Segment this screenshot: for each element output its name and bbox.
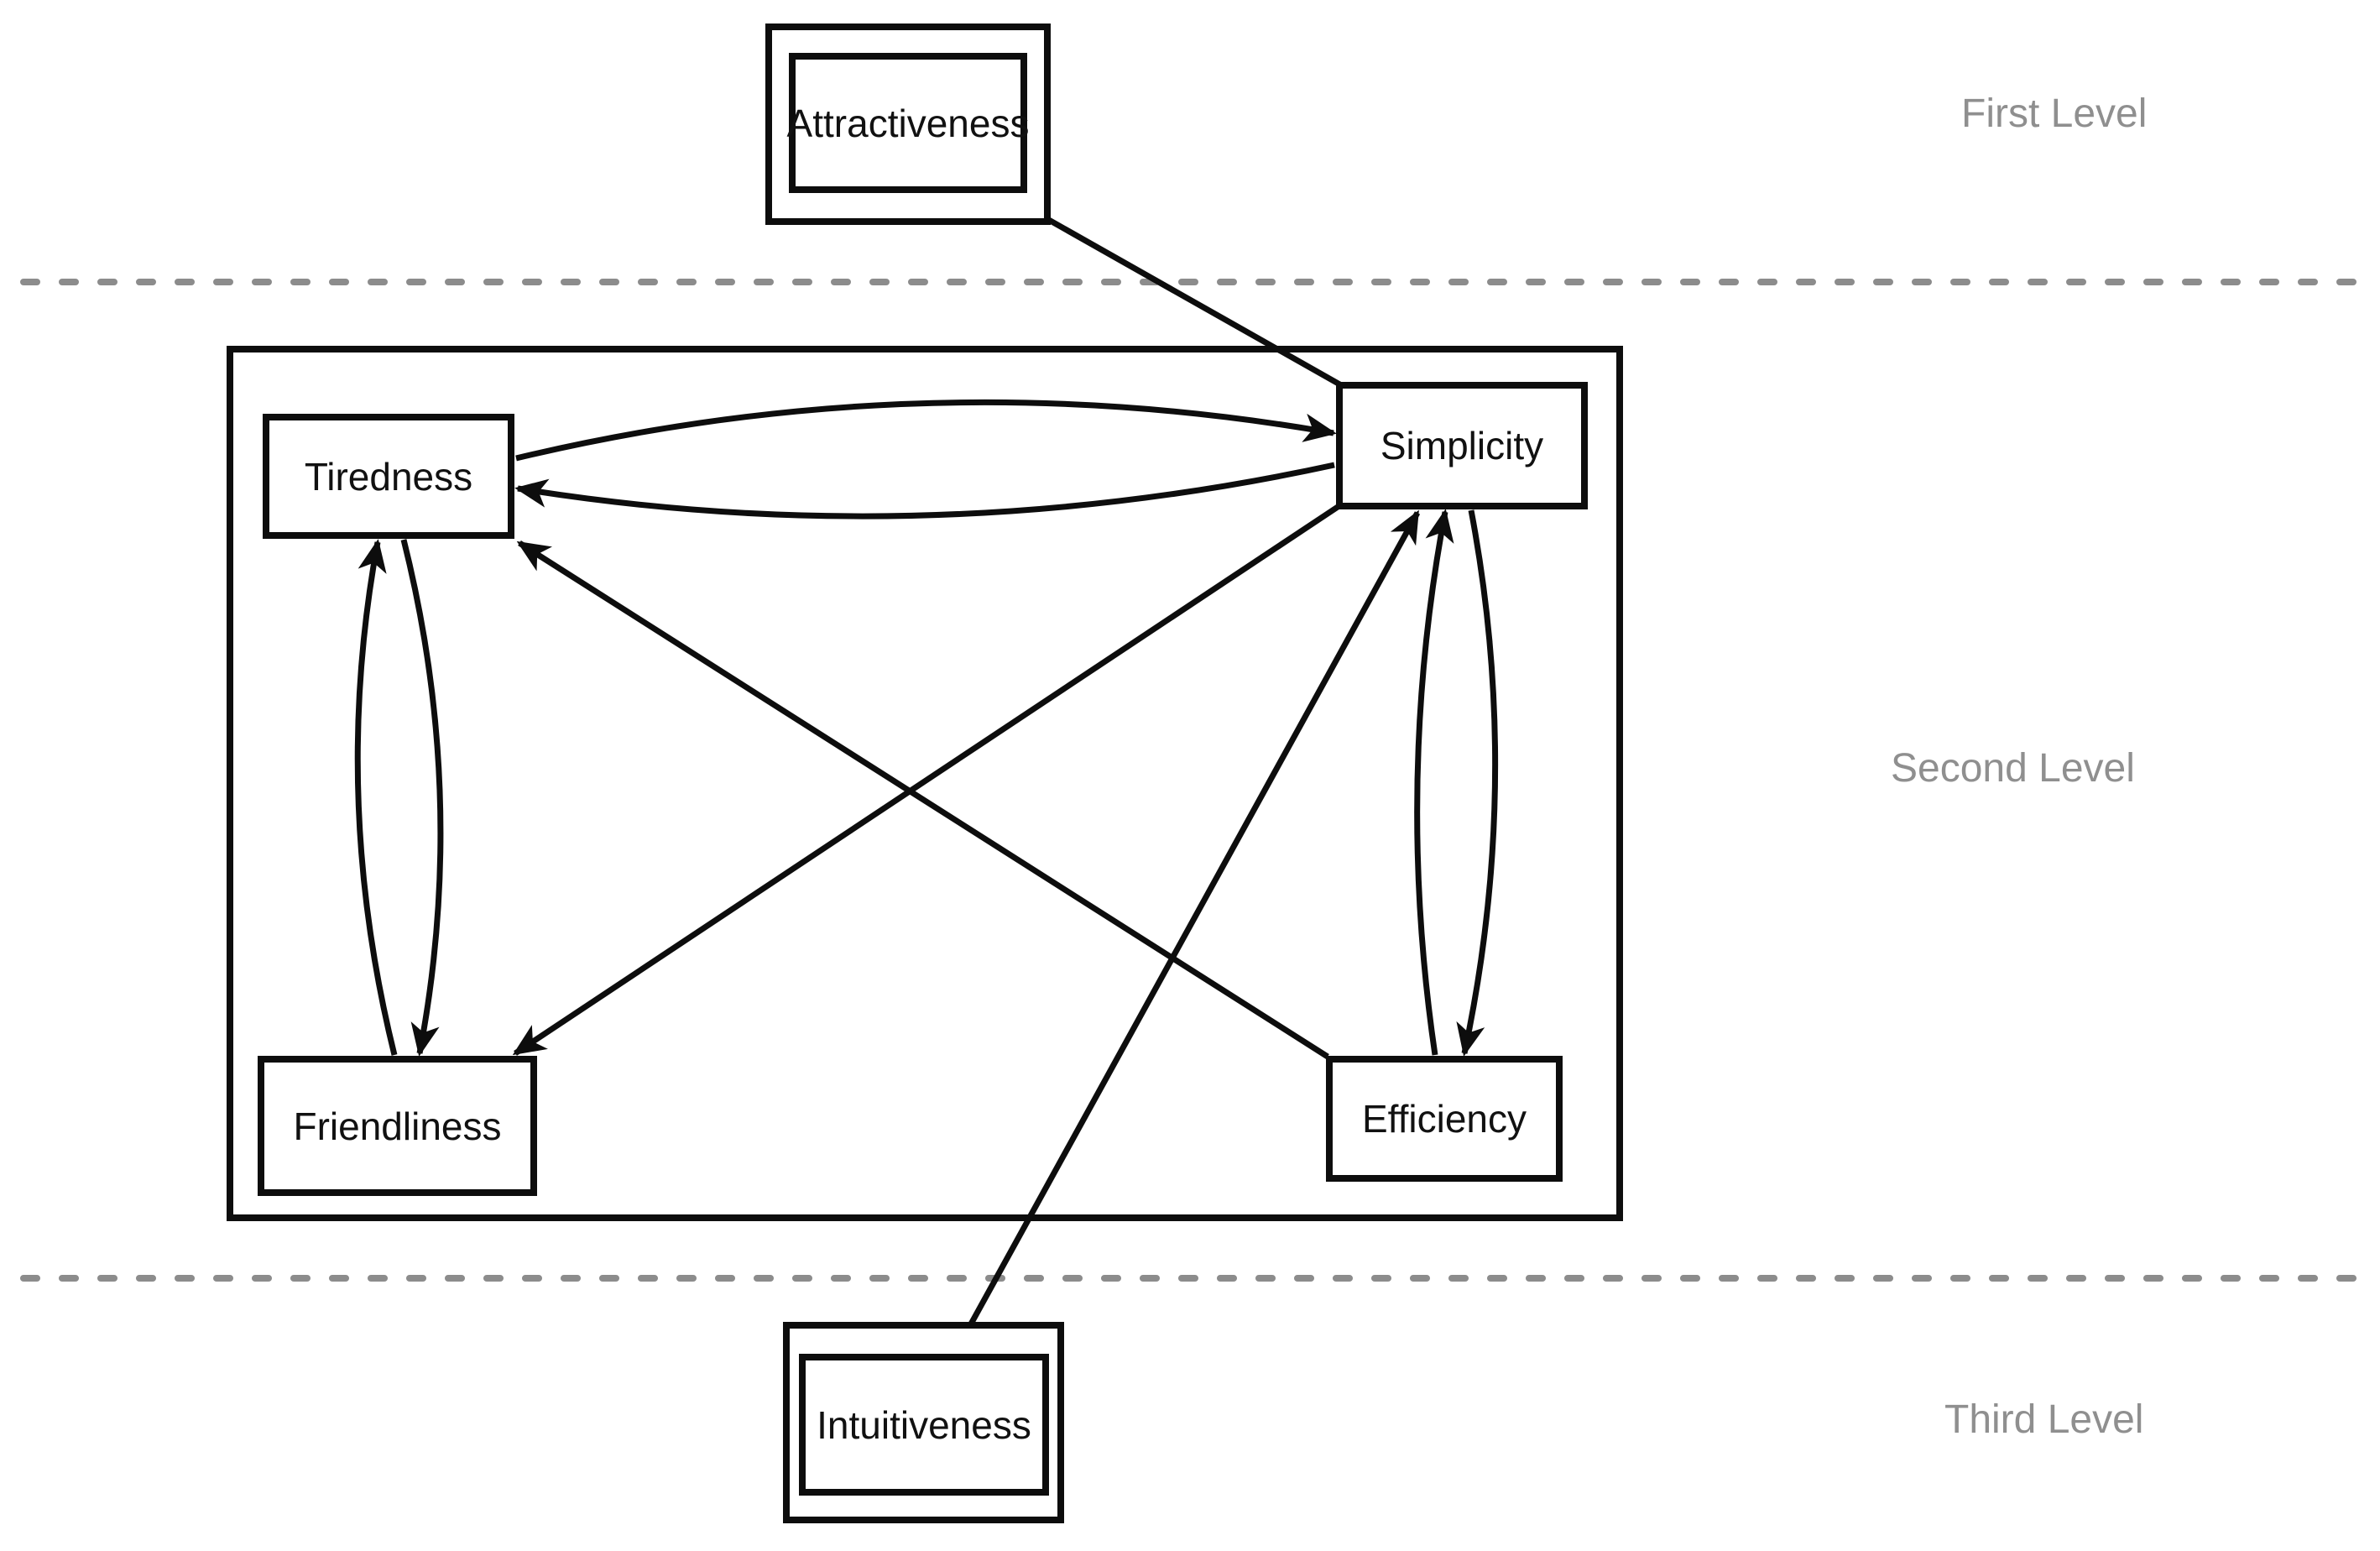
node-simplicity-label: Simplicity <box>1380 424 1544 467</box>
node-tiredness: Tiredness <box>263 414 514 539</box>
node-friendliness: Friendliness <box>258 1056 537 1196</box>
edge-efficiency-to-tiredness <box>516 540 1329 1059</box>
node-intuitiveness-label: Intuitiveness <box>817 1402 1031 1447</box>
edge-simplicity-to-attractiveness <box>1005 194 1344 389</box>
node-intuitiveness-outer: Intuitiveness <box>783 1322 1064 1523</box>
node-simplicity: Simplicity <box>1336 382 1588 509</box>
level-label-third: Third Level <box>1944 1397 2144 1442</box>
node-attractiveness-outer: Attractiveness <box>765 24 1051 225</box>
level-label-first: First Level <box>1961 91 2148 136</box>
edge-tiredness-to-friendliness <box>400 539 444 1057</box>
node-attractiveness: Attractiveness <box>786 53 1030 193</box>
node-efficiency-label: Efficiency <box>1361 1097 1527 1141</box>
edge-friendliness-to-tiredness <box>354 539 398 1056</box>
level-label-second: Second Level <box>1891 746 2135 791</box>
second-level-frame <box>227 346 1623 1221</box>
node-tiredness-label: Tiredness <box>304 454 473 499</box>
edge-simplicity-to-friendliness <box>512 504 1339 1056</box>
edge-efficiency-to-simplicity <box>1414 509 1454 1056</box>
edge-tiredness-to-simplicity <box>515 399 1337 462</box>
node-friendliness-label: Friendliness <box>293 1104 502 1148</box>
edge-simplicity-to-tiredness <box>514 462 1335 520</box>
node-efficiency: Efficiency <box>1326 1056 1563 1182</box>
node-attractiveness-label: Attractiveness <box>786 101 1030 145</box>
node-intuitiveness: Intuitiveness <box>799 1354 1049 1496</box>
edge-intuitiveness-to-simplicity <box>952 509 1421 1355</box>
edge-simplicity-to-efficiency <box>1456 509 1499 1057</box>
